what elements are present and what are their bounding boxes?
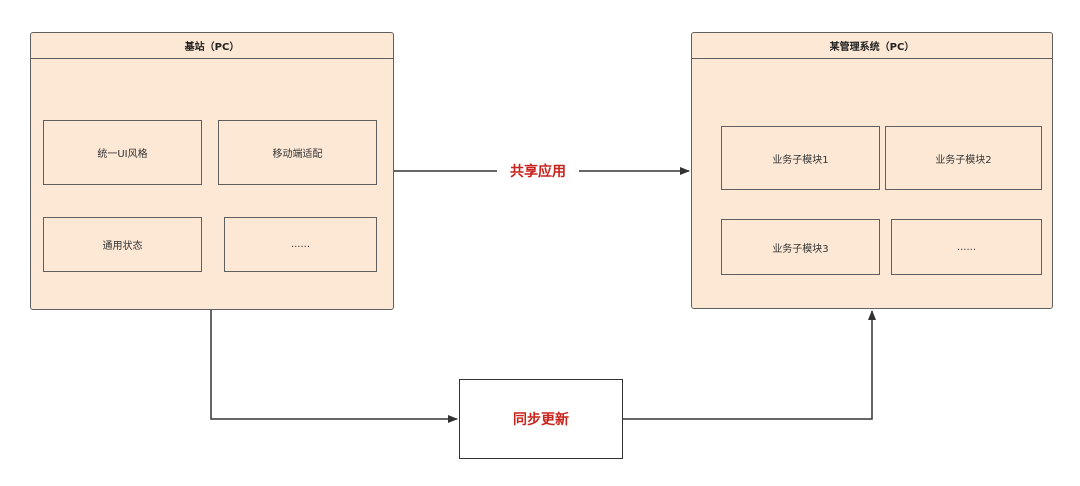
base-station-title: 基站（PC） xyxy=(31,33,393,59)
management-system-title: 某管理系统（PC） xyxy=(692,33,1052,59)
sync-output-arrow xyxy=(623,310,876,420)
share-app-label: 共享应用 xyxy=(497,159,579,183)
module-more-left: ...... xyxy=(224,217,377,272)
base-station-panel: 基站（PC） 统一UI风格 移动端适配 通用状态 ...... xyxy=(30,32,394,310)
sync-update-label: 同步更新 xyxy=(513,412,569,428)
sync-update-box: 同步更新 xyxy=(459,379,623,459)
module-business-1: 业务子模块1 xyxy=(721,126,880,190)
management-system-panel: 某管理系统（PC） 业务子模块1 业务子模块2 业务子模块3 ...... xyxy=(691,32,1053,309)
module-business-2: 业务子模块2 xyxy=(885,126,1042,190)
module-business-3: 业务子模块3 xyxy=(721,219,880,275)
sync-input-arrow xyxy=(210,310,458,423)
module-unified-ui: 统一UI风格 xyxy=(43,120,202,185)
module-common-state: 通用状态 xyxy=(43,217,202,272)
module-more-right: ...... xyxy=(891,219,1042,275)
module-mobile-adaptation: 移动端适配 xyxy=(218,120,377,185)
